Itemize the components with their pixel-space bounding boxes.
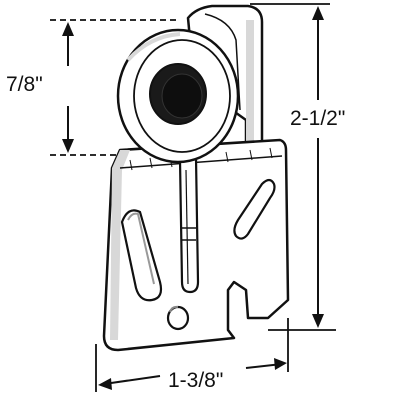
roller-height-label: 7/8"	[6, 73, 43, 96]
dim-total-arrow-bottom	[312, 314, 324, 328]
plate-width-label: 1-3/8"	[168, 369, 224, 392]
top-tab-fold	[204, 13, 241, 111]
top-tab-shade	[246, 20, 254, 148]
plate-top-rim	[119, 155, 283, 169]
mounting-hole-shade	[169, 305, 179, 313]
plate-edge-shade	[110, 150, 130, 340]
adjustment-strap	[178, 156, 200, 294]
dim-width-line-left	[103, 375, 161, 385]
dim-width-arrow-left	[98, 378, 112, 390]
roller-wheel-highlight	[126, 32, 181, 62]
dim-total-arrow-top	[312, 6, 324, 20]
dim-width-arrow-right	[274, 358, 287, 370]
left-slot	[120, 209, 163, 302]
overall-height-label: 2-1/2"	[290, 107, 346, 130]
roller-wheel-hub-inner	[161, 73, 203, 119]
strap-notch	[182, 227, 196, 241]
adjustment-strap-inner	[185, 169, 189, 285]
dim-height-arrow-bottom	[62, 139, 74, 153]
right-slot	[233, 178, 276, 240]
dim-height-arrow-top	[62, 22, 74, 36]
left-slot-shade	[127, 212, 155, 285]
